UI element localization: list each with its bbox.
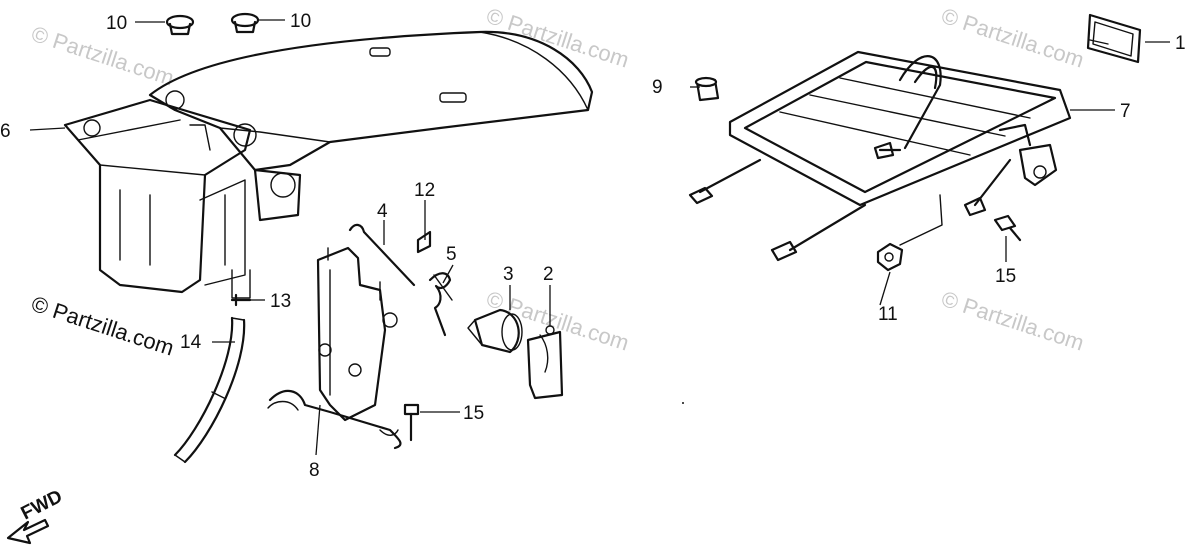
callout-5: 5	[446, 244, 457, 265]
breather-tube-14	[173, 316, 246, 464]
callout-2: 2	[543, 264, 554, 285]
rear-fender-assembly	[63, 30, 594, 299]
callout-15-left: 15	[463, 403, 484, 424]
callout-4: 4	[377, 201, 388, 222]
spring-5	[428, 272, 453, 337]
fwd-arrow	[6, 518, 50, 545]
grommet-10-left	[165, 14, 195, 36]
carrier-rack-7	[688, 50, 1072, 262]
leader-lines	[29, 19, 1170, 456]
rubber-9	[694, 76, 720, 102]
watermark-text: © Partzilla.com	[938, 286, 1087, 356]
callout-13: 13	[270, 291, 291, 312]
pin-12	[416, 230, 432, 254]
fwd-label: FWD	[18, 486, 66, 524]
callout-8: 8	[309, 460, 320, 481]
callout-12: 12	[414, 180, 435, 201]
rod-4	[348, 223, 416, 287]
callout-15-right: 15	[995, 266, 1016, 287]
callout-10-left: 10	[106, 13, 127, 34]
nut-11	[876, 242, 904, 272]
callout-9: 9	[652, 77, 663, 98]
stray-dot	[682, 402, 684, 404]
watermark-text: © Partzilla.com	[938, 3, 1087, 73]
battery-bracket-8	[267, 246, 402, 450]
bolt-15-right	[993, 214, 1022, 242]
callout-1: 1	[1175, 33, 1186, 54]
switch-3	[467, 308, 523, 354]
callout-3: 3	[503, 264, 514, 285]
callout-10-right: 10	[290, 11, 311, 32]
grommet-10-right	[230, 12, 260, 34]
clip-13	[230, 293, 252, 307]
watermark-text: © Partzilla.com	[28, 21, 177, 91]
callout-6: 6	[0, 121, 11, 142]
callout-14: 14	[180, 332, 202, 353]
reflector-1	[1086, 13, 1142, 64]
watermark-text-prominent: © Partzilla.com	[28, 291, 177, 361]
callout-labels: 1 2 3 4 5 6 7 8 9 10 10 11 12 13 14 15 1…	[0, 11, 1186, 481]
callout-11: 11	[878, 304, 898, 325]
bolt-15-left	[403, 403, 420, 442]
callout-7: 7	[1120, 101, 1131, 122]
bracket-2	[526, 325, 564, 400]
